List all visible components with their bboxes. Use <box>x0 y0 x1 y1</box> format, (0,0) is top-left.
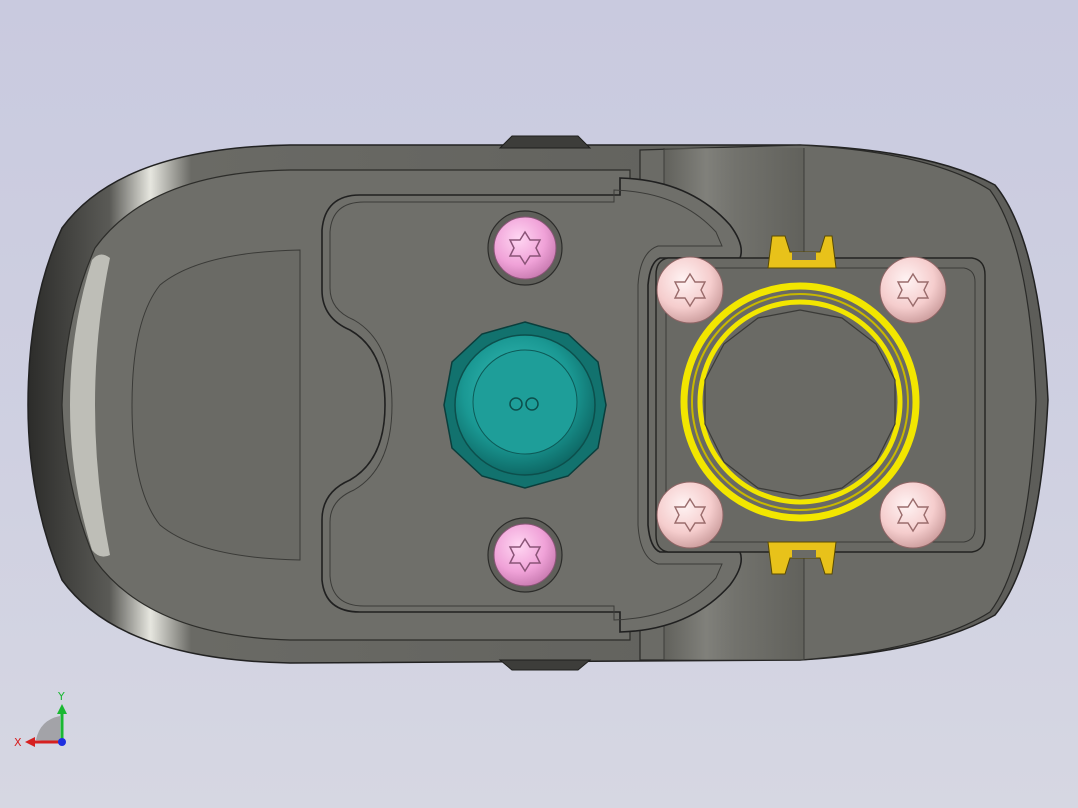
x-axis-label: X <box>14 736 22 749</box>
torx-icon <box>508 230 542 266</box>
top-clip <box>498 135 592 149</box>
yellow-clip-top <box>767 235 837 269</box>
ring-opening <box>704 309 896 497</box>
peach-screw-top-left[interactable] <box>656 256 724 324</box>
pink-screw-top[interactable] <box>487 210 563 286</box>
cover-plate-inset <box>329 189 723 621</box>
peach-screw-top-right[interactable] <box>879 256 947 324</box>
torx-icon <box>673 272 707 308</box>
knob-right-hole <box>525 397 539 411</box>
housing-left-cavity <box>131 249 301 561</box>
torx-icon <box>896 272 930 308</box>
peach-screw-bottom-left[interactable] <box>656 481 724 549</box>
y-axis-label: Y <box>57 690 65 703</box>
z-axis-dot <box>58 738 66 746</box>
coordinate-triad[interactable]: X Y <box>14 690 67 749</box>
teal-adjustment-knob[interactable] <box>443 321 607 489</box>
torx-icon <box>508 537 542 573</box>
torx-icon <box>673 497 707 533</box>
torx-icon <box>896 497 930 533</box>
yellow-seal-ring <box>680 282 920 522</box>
knob-left-hole <box>509 397 523 411</box>
pink-screw-bottom[interactable] <box>487 517 563 593</box>
triad-plane-icon <box>36 716 60 742</box>
housing-highlight <box>70 254 110 557</box>
bottom-clip <box>498 659 592 671</box>
peach-screw-bottom-right[interactable] <box>879 481 947 549</box>
yellow-clip-bottom <box>767 541 837 575</box>
